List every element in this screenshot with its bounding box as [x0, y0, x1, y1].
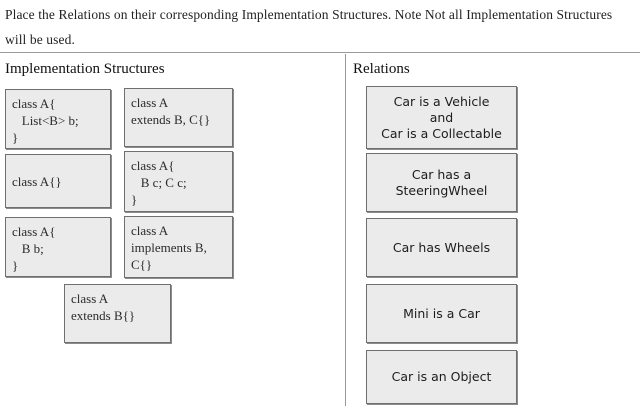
implementation-structure-box[interactable]: class A{ B b; } — [5, 217, 111, 277]
implementation-structure-box[interactable]: class A implements B, C{} — [124, 216, 233, 278]
relation-tile[interactable]: Car is an Object — [366, 350, 517, 404]
implementation-structure-box[interactable]: class A extends B{} — [64, 284, 171, 343]
instructions-divider — [0, 52, 640, 53]
implementation-structure-box[interactable]: class A extends B, C{} — [124, 88, 233, 147]
pane-divider — [345, 54, 346, 406]
relation-tile[interactable]: Car has a SteeringWheel — [366, 153, 517, 212]
implementation-structure-box[interactable]: class A{ List<B> b; } — [5, 89, 111, 149]
implementation-structure-box[interactable]: class A{ B c; C c; } — [124, 151, 233, 212]
instructions-text: Place the Relations on their correspondi… — [5, 7, 613, 47]
relations-heading: Relations — [353, 61, 410, 77]
relation-tile[interactable]: Mini is a Car — [366, 284, 517, 343]
relation-tile[interactable]: Car is a Vehicle and Car is a Collectabl… — [366, 86, 517, 149]
implementation-structures-heading: Implementation Structures — [5, 61, 165, 77]
relation-tile[interactable]: Car has Wheels — [366, 218, 517, 277]
implementation-structure-box[interactable]: class A{} — [5, 154, 111, 208]
